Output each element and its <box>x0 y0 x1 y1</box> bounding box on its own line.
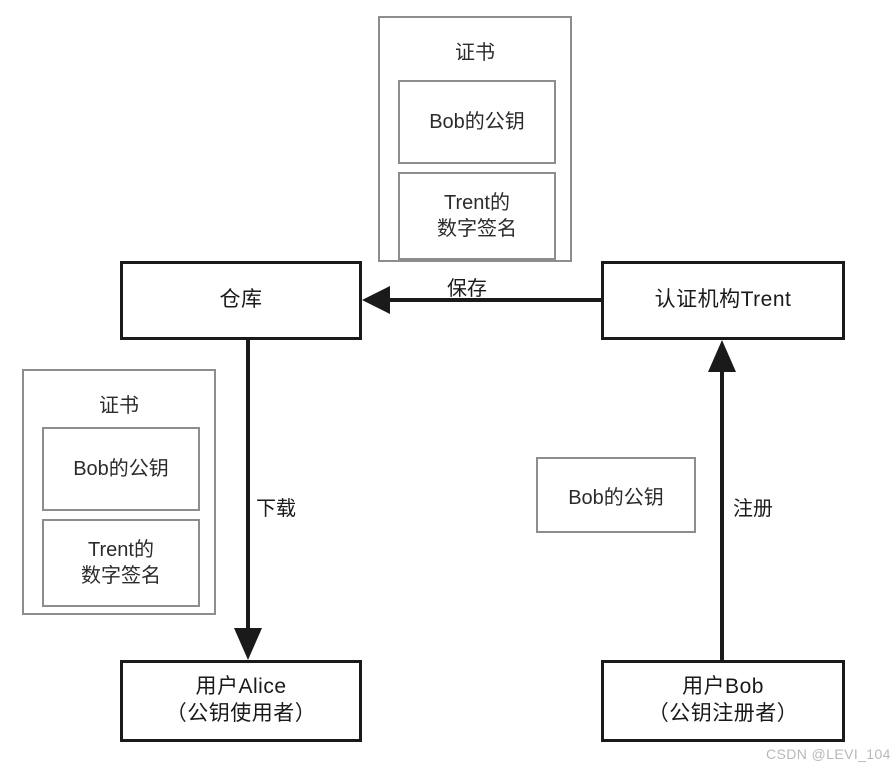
certificate-top-slot-signature: Trent的 数字签名 <box>398 172 556 260</box>
node-bob-line2: （公钥注册者） <box>647 702 799 725</box>
certificate-left-title: 证书 <box>99 395 139 417</box>
edge-label-register: 注册 <box>733 498 773 520</box>
node-repository-label: 仓库 <box>219 288 263 312</box>
node-alice-line2: （公钥使用者） <box>165 702 317 725</box>
certificate-top-title: 证书 <box>455 42 495 64</box>
certificate-top-slot-signature-line2: 数字签名 <box>437 218 517 240</box>
node-bob[interactable]: 用户Bob （公钥注册者） <box>601 660 845 742</box>
certificate-left-slot-public-key: Bob的公钥 <box>42 427 200 511</box>
certificate-left: 证书 Bob的公钥 Trent的 数字签名 <box>22 369 216 615</box>
edge-label-download: 下载 <box>256 498 296 520</box>
certificate-left-slot-signature: Trent的 数字签名 <box>42 519 200 607</box>
node-authority-label: 认证机构Trent <box>654 288 792 312</box>
edge-label-save: 保存 <box>447 278 487 300</box>
edge-register <box>708 340 736 660</box>
node-repository[interactable]: 仓库 <box>120 261 362 340</box>
node-authority[interactable]: 认证机构Trent <box>601 261 845 340</box>
node-alice-line1: 用户Alice <box>195 675 287 699</box>
certificate-top-slot-signature-line1: Trent的 <box>444 192 510 214</box>
certificate-top: 证书 Bob的公钥 Trent的 数字签名 <box>378 16 572 262</box>
certificate-left-slot-public-key-label: Bob的公钥 <box>73 458 169 480</box>
certificate-top-slot-public-key: Bob的公钥 <box>398 80 556 164</box>
node-bob-line1: 用户Bob <box>682 675 764 699</box>
certificate-top-slot-public-key-label: Bob的公钥 <box>429 111 525 133</box>
node-bob-public-key-label: Bob的公钥 <box>568 486 664 509</box>
watermark: CSDN @LEVI_104 <box>766 746 891 762</box>
certificate-left-slot-signature-line1: Trent的 <box>88 539 154 561</box>
node-bob-public-key: Bob的公钥 <box>536 457 696 533</box>
certificate-left-slot-signature-line2: 数字签名 <box>81 565 161 587</box>
node-alice[interactable]: 用户Alice （公钥使用者） <box>120 660 362 742</box>
